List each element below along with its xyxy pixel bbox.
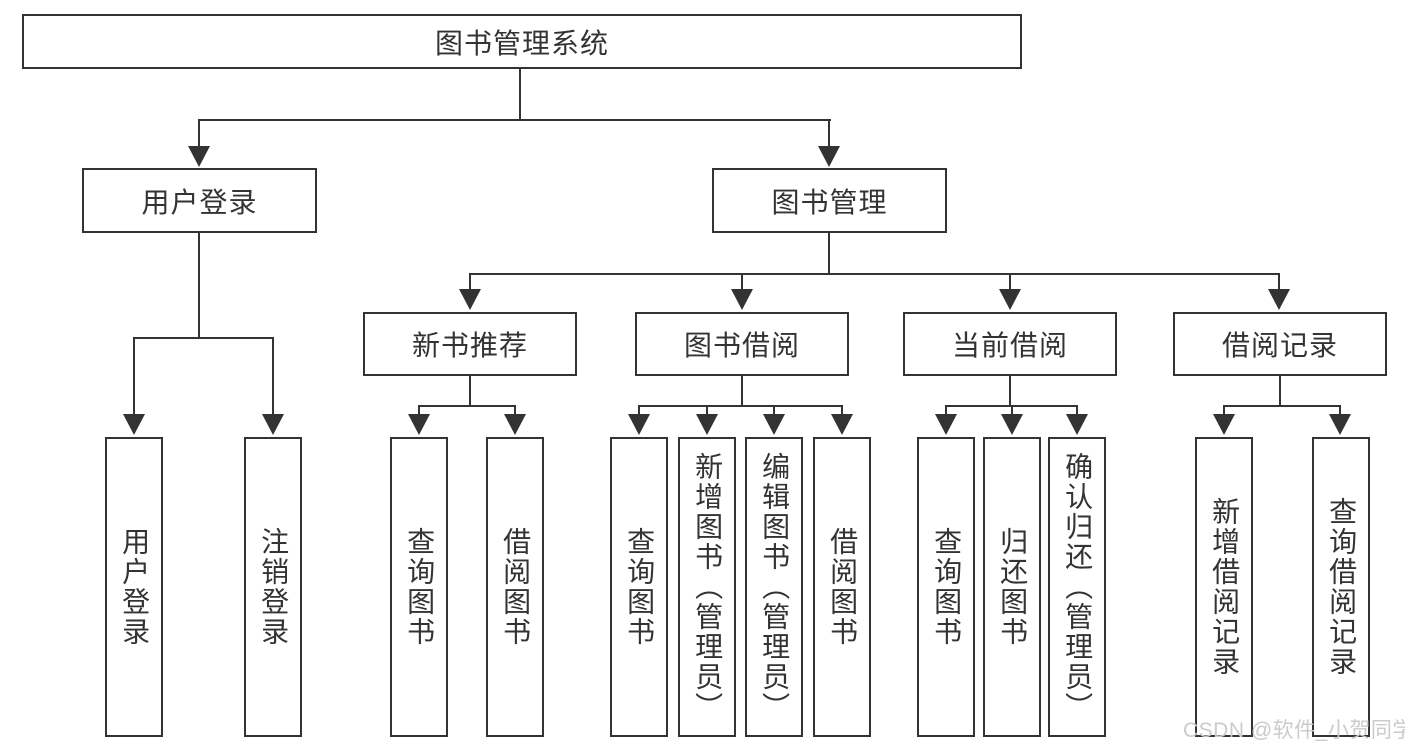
node-root: 图书管理系统 (22, 14, 1022, 69)
connector-line (1009, 376, 1011, 406)
node-user-login: 用户登录 (82, 168, 317, 233)
arrow-down-icon (1066, 414, 1088, 435)
connector-line (418, 405, 516, 407)
leaf-query-book-2: 查询图书 (610, 437, 668, 737)
arrow-down-icon (408, 414, 430, 435)
arrow-down-icon (1213, 414, 1235, 435)
connector-line (1223, 405, 1225, 416)
node-label: 确认归还（管理员） (1062, 452, 1094, 722)
node-label: 用户登录 (119, 527, 151, 647)
arrow-down-icon (731, 289, 753, 310)
connector-line (828, 119, 830, 148)
connector-line (741, 376, 743, 406)
node-book-borrow: 图书借阅 (635, 312, 849, 376)
arrow-down-icon (1268, 289, 1290, 310)
node-label: 借阅图书 (500, 527, 532, 647)
node-borrow-record: 借阅记录 (1173, 312, 1387, 376)
connector-line (1009, 273, 1011, 291)
arrow-down-icon (999, 289, 1021, 310)
arrow-down-icon (818, 146, 840, 167)
leaf-confirm-return-admin: 确认归还（管理员） (1048, 437, 1106, 737)
leaf-query-book-3: 查询图书 (917, 437, 975, 737)
node-label: 归还图书 (997, 527, 1029, 647)
arrow-down-icon (1001, 414, 1023, 435)
arrow-down-icon (188, 146, 210, 167)
connector-line (741, 273, 743, 291)
arrow-down-icon (1329, 414, 1351, 435)
arrow-down-icon (763, 414, 785, 435)
connector-line (469, 376, 471, 406)
connector-line (1223, 405, 1341, 407)
node-label: 注销登录 (258, 527, 290, 647)
connector-line (773, 405, 775, 416)
leaf-add-book-admin: 新增图书（管理员） (678, 437, 736, 737)
node-label: 查询图书 (931, 527, 963, 647)
leaf-logout: 注销登录 (244, 437, 302, 737)
connector-line (638, 405, 843, 407)
connector-line (272, 337, 274, 416)
connector-line (1279, 376, 1281, 406)
arrow-down-icon (935, 414, 957, 435)
connector-line (706, 405, 708, 416)
node-current-borrow: 当前借阅 (903, 312, 1117, 376)
connector-line (198, 233, 200, 338)
leaf-user-login: 用户登录 (105, 437, 163, 737)
node-label: 图书借阅 (683, 330, 800, 361)
node-label: 查询借阅记录 (1326, 497, 1358, 677)
connector-line (198, 119, 831, 121)
arrow-down-icon (459, 289, 481, 310)
node-label: 新增借阅记录 (1209, 497, 1241, 677)
node-label: 当前借阅 (951, 330, 1068, 361)
connector-line (1278, 273, 1280, 291)
node-new-book-recommend: 新书推荐 (363, 312, 577, 376)
node-book-management: 图书管理 (712, 168, 947, 233)
leaf-query-book-1: 查询图书 (390, 437, 448, 737)
node-label: 用户登录 (141, 186, 258, 218)
node-label: 查询图书 (404, 527, 436, 647)
leaf-edit-book-admin: 编辑图书（管理员） (745, 437, 803, 737)
node-label: 借阅图书 (827, 527, 859, 647)
connector-line (469, 273, 1280, 275)
arrow-down-icon (628, 414, 650, 435)
leaf-return-book: 归还图书 (983, 437, 1041, 737)
connector-line (1339, 405, 1341, 416)
node-label: 图书管理 (771, 186, 888, 218)
node-label: 编辑图书（管理员） (759, 452, 791, 722)
arrow-down-icon (262, 414, 284, 435)
connector-line (418, 405, 420, 416)
connector-line (519, 69, 521, 121)
node-label: 新增图书（管理员） (692, 452, 724, 722)
connector-line (198, 119, 200, 148)
arrow-down-icon (123, 414, 145, 435)
connector-line (945, 405, 947, 416)
leaf-borrow-book-1: 借阅图书 (486, 437, 544, 737)
connector-line (1076, 405, 1078, 416)
connector-line (1011, 405, 1013, 416)
node-label: 图书管理系统 (434, 27, 609, 59)
node-label: 新书推荐 (411, 330, 528, 361)
arrow-down-icon (504, 414, 526, 435)
node-label: 借阅记录 (1221, 330, 1338, 361)
leaf-query-borrow-record: 查询借阅记录 (1312, 437, 1370, 737)
connector-line (133, 337, 274, 339)
csdn-watermark: CSDN @软件_小贺同学 (1183, 719, 1405, 742)
leaf-add-borrow-record: 新增借阅记录 (1195, 437, 1253, 737)
connector-line (638, 405, 640, 416)
connector-line (133, 337, 135, 416)
connector-line (828, 233, 830, 274)
arrow-down-icon (831, 414, 853, 435)
arrow-down-icon (696, 414, 718, 435)
connector-line (841, 405, 843, 416)
leaf-borrow-book-2: 借阅图书 (813, 437, 871, 737)
connector-line (469, 273, 471, 291)
connector-line (514, 405, 516, 416)
node-label: 查询图书 (624, 527, 656, 647)
